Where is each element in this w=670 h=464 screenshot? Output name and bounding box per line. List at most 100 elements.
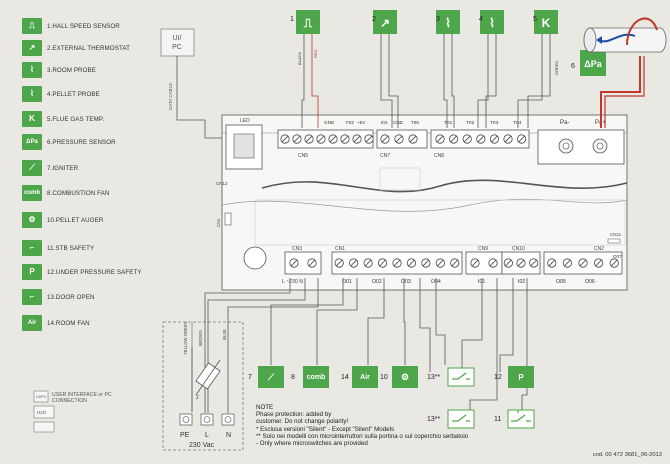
cn11-label: CN11 (610, 232, 622, 237)
legend-label: 8.COMBUSTION FAN (47, 189, 110, 197)
cn4-label: CN4 (216, 218, 221, 227)
door-open-icon: ⌐ (22, 289, 42, 305)
legend-item: ⌇ 4.PELLET PROBE (22, 86, 100, 102)
room-probe-device-icon (436, 10, 460, 34)
legend-label: 2.EXTERNAL THERMOSTAT (47, 44, 131, 52)
legend-item: ⟋ 7.IGNITER (22, 160, 78, 176)
cn12-label: CN12 (216, 181, 228, 186)
output-label: O06 (585, 279, 595, 285)
brown-wire-label: BROWN (198, 330, 203, 346)
hall-sensor-icon: ⎍ (22, 18, 42, 34)
door-switch-2 (447, 409, 475, 429)
device-num-11: 11 (494, 416, 502, 423)
cn8-terminal-block (430, 129, 530, 149)
sensor-num-4: 4 (479, 16, 483, 23)
cn1-label: CN1 (335, 246, 345, 252)
legend-label: 5.FLUE GAS TEMP. (47, 115, 105, 123)
device-num-12: 12 (494, 374, 502, 381)
fuse (195, 362, 221, 390)
cn3-label: CN3 (292, 246, 302, 252)
flue-gas-device-icon (534, 10, 558, 34)
hall-sensor-device-icon-glyph: ⎍ (303, 16, 313, 30)
red-wire-label: RED (313, 49, 318, 58)
legend-label: 7.IGNITER (47, 164, 79, 172)
t05-label: T05 (411, 120, 419, 125)
note-line-1: Phase protection: added by (256, 411, 332, 419)
thermostat-device-icon-glyph: ↗ (380, 16, 390, 30)
cn8-label: CN8 (434, 153, 444, 159)
pellet-auger-icon: ⚙ (22, 212, 42, 228)
legend-item: comb 8.COMBUSTION FAN (22, 185, 109, 201)
blue-wire-label: BLUE (222, 329, 227, 340)
cn10-label: CN10 (512, 246, 525, 252)
pellet-probe-device-icon-glyph: ⌇ (489, 16, 495, 30)
igniter-icon: ⟋ (22, 160, 42, 176)
comb-text: comb (306, 373, 326, 381)
h2o-mini-box (33, 405, 55, 419)
device-num-8: 8 (291, 374, 295, 381)
legend-item: ⌐ 13.DOOR OPEN (22, 289, 95, 305)
led-label: LED (240, 118, 250, 124)
igniter-device-icon: ⟋ (258, 366, 284, 388)
yellow-green-wire-label: YELLOW GREEN (183, 321, 188, 355)
device-num-13a: 13** (427, 374, 441, 381)
room-probe-icon: ⌇ (22, 62, 42, 78)
under-pressure-icon: P (22, 264, 42, 280)
output-label: O02 (372, 279, 382, 285)
cn7-terminal-block (376, 129, 428, 149)
t04-label: T04 (513, 120, 522, 126)
air-text: Air (360, 373, 370, 381)
pe-label: PE (180, 432, 190, 439)
flue-gas-icon: K (22, 111, 42, 127)
cn1-block (331, 251, 463, 275)
svg-text:ΔPa: ΔPa (584, 59, 602, 69)
legend-label: 4.PELLET PROBE (47, 90, 100, 98)
legend-label: 6.PRESSURE SENSOR (47, 138, 116, 146)
room-probe-device-icon-glyph: ⌇ (445, 16, 451, 30)
t01-label: T01 (444, 120, 453, 126)
legend-item: ⎍ 1.HALL SPEED SENSOR (22, 18, 120, 34)
legend-item: P 12.UNDER PRESSURE SAFETY (22, 264, 142, 280)
output-label: O03 (401, 279, 411, 285)
black-wire-label: BLACK (297, 52, 302, 65)
ui-pc-label-1: UI/PC (172, 35, 182, 51)
mains-box (162, 321, 244, 451)
combustion-fan-icon: comb (22, 185, 42, 201)
legend-item: ↗ 2.EXTERNAL THERMOSTAT (22, 40, 130, 56)
stb-safety-icon: ⌐ (22, 240, 42, 256)
thermostat-icon: ↗ (22, 40, 42, 56)
note-line-4: ** Solo nei modelli con microinterruttor… (256, 432, 469, 440)
room-fan-device-icon: Air (352, 366, 378, 388)
pellet-probe-icon: ⌇ (22, 86, 42, 102)
legend-item: K 5.FLUE GAS TEMP. (22, 111, 104, 127)
mains-label: L ~230 N (282, 279, 303, 285)
sensor-num-6: 6 (571, 63, 575, 70)
note-block: NOTE Phase protection: added by customer… (256, 404, 468, 447)
gnd-label: GND (324, 120, 335, 125)
cn9-label: CN9 (478, 246, 488, 252)
document-code: cod. 00 472 3681_06-2013 (592, 452, 662, 458)
legend-label: 1.HALL SPEED SENSOR (47, 22, 120, 30)
legend-item: ⌇ 3.ROOM PROBE (22, 62, 96, 78)
ui-pc-connection-label: USER INTERFACE or PC CONNECTION (52, 392, 112, 404)
legend-item: ⌐11.STB SAFETY (22, 240, 94, 256)
pressure-port-block (537, 129, 625, 165)
t02-label: T02 (466, 120, 475, 126)
door-switch-1 (447, 367, 475, 387)
thermostat-device-icon (373, 10, 397, 34)
sensor-num-1: 1 (290, 16, 294, 23)
under-pressure-device-icon: P (508, 366, 534, 388)
vac-label: 230 Vac (189, 442, 215, 449)
svg-text:UI/PC: UI/PC (36, 394, 47, 399)
legend-label: 3.ROOM PROBE (47, 66, 96, 74)
legend-label: 13.DOOR OPEN (47, 293, 95, 301)
ui-pc-mini-box (33, 390, 49, 403)
pellet-probe-device-icon (480, 10, 504, 34)
cn2-block (543, 251, 623, 275)
legend-label: 12.UNDER PRESSURE SAFETY (47, 268, 142, 276)
o07-label: O07 (613, 254, 622, 259)
